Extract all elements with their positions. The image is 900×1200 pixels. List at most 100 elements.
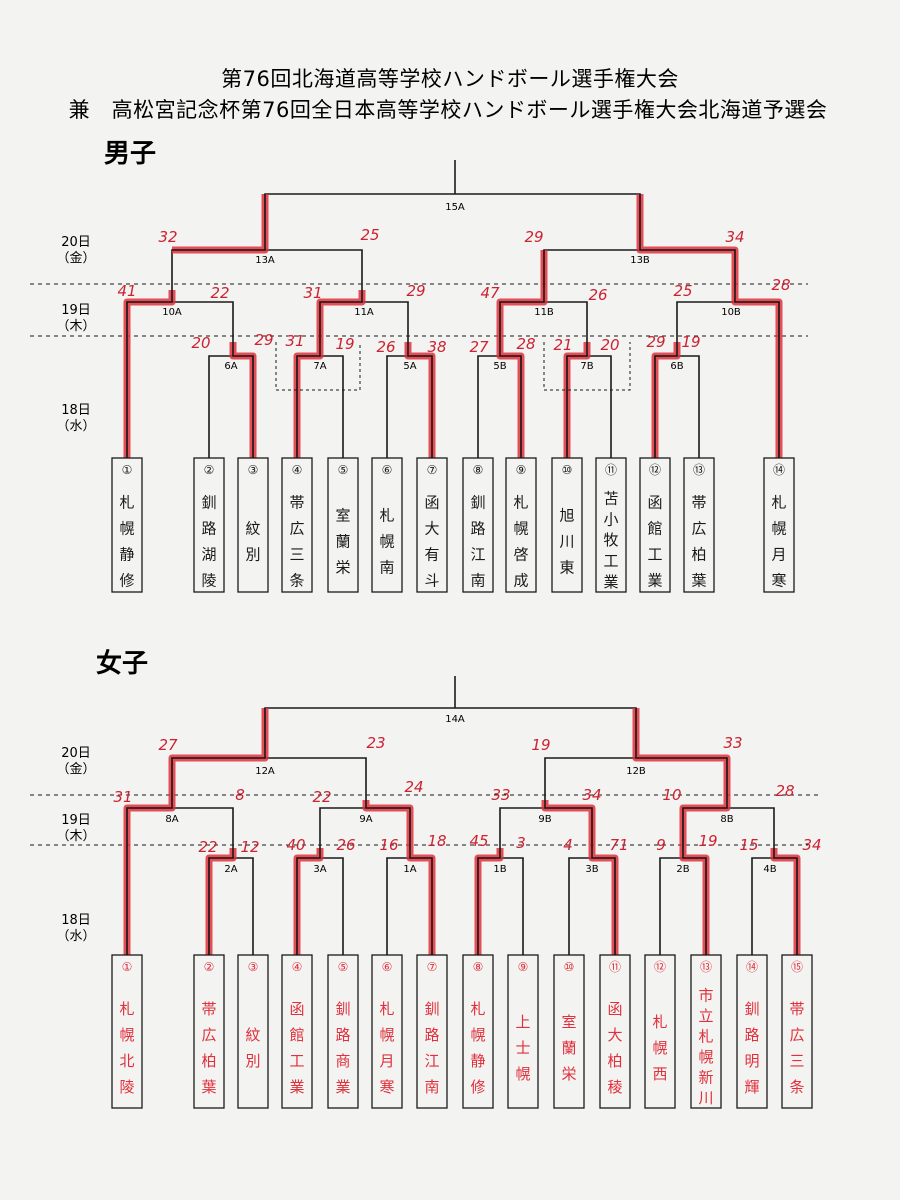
score-label: 27 [158, 736, 178, 754]
boys-day-20: 20日 [61, 235, 91, 250]
score-label: 19 [698, 832, 717, 850]
team-name: 函大有斗 [424, 494, 439, 590]
team-box-border [781, 954, 813, 1109]
team-box-border [507, 954, 539, 1109]
score-label: 8 [235, 786, 245, 804]
score-label: 22 [198, 838, 217, 856]
team-seed: ⑨ [518, 960, 529, 974]
team-name: 札幌啓成 [513, 494, 528, 590]
match-label-1A: 1A [403, 864, 416, 875]
team-name: 札幌月寒 [771, 494, 786, 590]
match-label-11A: 11A [354, 307, 374, 318]
team-name: 釧路湖陵 [201, 494, 216, 590]
score-label: 31 [303, 284, 322, 302]
team-box-border [193, 457, 225, 593]
team-seed: ③ [248, 960, 259, 974]
team-box-border [371, 457, 403, 593]
match-label-5A: 5A [403, 361, 416, 372]
team-seed: ⑤ [338, 463, 349, 477]
team-name: 函館工業 [647, 494, 662, 590]
team-seed: ② [204, 463, 215, 477]
boys-13B-win [639, 240, 736, 290]
team-box-border [111, 457, 143, 593]
team-seed: ⑩ [564, 960, 575, 974]
team-name: 札幌南 [379, 507, 394, 577]
match-label-8A: 8A [165, 814, 178, 825]
team-box-border [462, 954, 494, 1109]
team-box: ③紋別 [237, 457, 269, 593]
score-label: 33 [723, 734, 742, 752]
team-name: 苫小牧工業 [603, 490, 618, 591]
boys-day-19: 19日 [61, 303, 91, 318]
score-label: 18 [427, 832, 446, 850]
score-label: 71 [609, 836, 628, 854]
match-label-7A: 7A [313, 361, 326, 372]
score-label: 26 [376, 338, 395, 356]
girls-section-title: 女子 [96, 648, 148, 679]
boys-13A-win-highlight [172, 240, 269, 254]
team-box-border [416, 457, 448, 593]
match-label-2B: 2B [676, 864, 689, 875]
team-box-border [281, 954, 313, 1109]
team-box-border [763, 457, 795, 593]
match-label-8B: 8B [720, 814, 733, 825]
team-seed: ⑭ [746, 960, 758, 974]
team-box-border [551, 457, 583, 593]
score-label: 20 [600, 336, 619, 354]
score-label: 28 [771, 276, 790, 294]
girls-9B-win [544, 800, 593, 848]
match-label-11B: 11B [534, 307, 554, 318]
girls-1A-win [409, 848, 433, 955]
team-name: 函館工業 [289, 1000, 304, 1096]
boys-7B-win [566, 342, 588, 458]
score-label: 29 [406, 282, 425, 300]
boys-weekday-18: （水） [56, 419, 95, 434]
score-label: 38 [427, 338, 446, 356]
team-name: 札幌西 [652, 1013, 667, 1083]
girls-8A [126, 807, 234, 955]
match-label-12A: 12A [255, 766, 275, 777]
team-seed: ⑨ [516, 463, 527, 477]
score-label: 26 [336, 836, 355, 854]
title-line-1: 第76回北海道高等学校ハンドボール選手権大会 [221, 67, 679, 91]
score-label: 9 [656, 836, 666, 854]
boys-5B-win [499, 342, 522, 458]
score-label: 26 [588, 286, 607, 304]
score-label: 29 [254, 331, 273, 349]
score-label: 28 [775, 782, 794, 800]
team-name: 紋別 [245, 520, 260, 564]
boys-6B-win [654, 342, 678, 458]
team-name: 釧路江南 [424, 1000, 439, 1096]
score-label: 22 [312, 788, 331, 806]
girls-12A [171, 757, 367, 800]
boys-final [264, 193, 641, 240]
team-box-border [327, 954, 359, 1109]
girls-4B-win [773, 848, 798, 955]
girls-12A-win [171, 748, 266, 800]
team-seed: ② [204, 960, 215, 974]
boys-10A-win [126, 290, 173, 458]
team-name: 室蘭栄 [561, 1013, 576, 1083]
girls-12A-win-highlight [168, 748, 269, 800]
team-seed: ① [122, 463, 133, 477]
girls-day-18: 18日 [61, 913, 91, 928]
team-box-border [193, 954, 225, 1109]
boys-6A-win [232, 342, 254, 458]
team-box-border [690, 954, 722, 1109]
girls-2B-win [682, 848, 707, 955]
girls-weekday-18: （水） [56, 929, 95, 944]
score-label: 24 [404, 778, 423, 796]
